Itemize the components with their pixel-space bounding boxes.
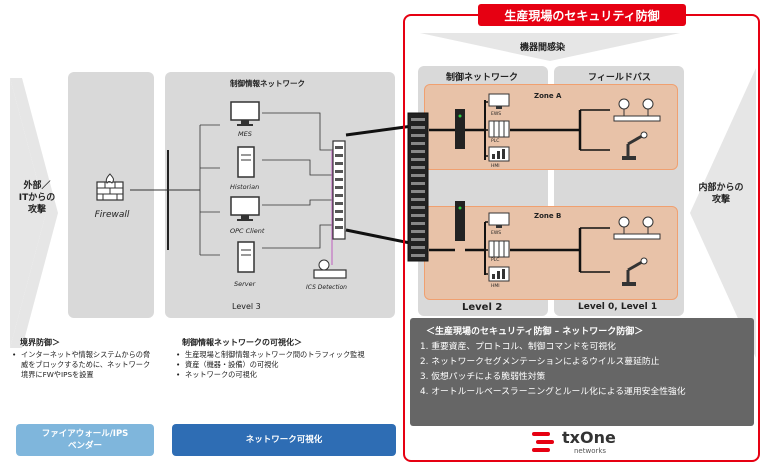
- defense-item: 1. 重要資産、プロトコル、制御コマンドを可視化: [420, 342, 616, 352]
- zone-b-plc-label: PLC: [491, 258, 500, 263]
- historian-icon: [237, 146, 255, 178]
- txone-logo-mark: [532, 432, 554, 452]
- zone-a-arm-robot-icon: [622, 131, 648, 160]
- zone-b-label: Zone B: [534, 212, 562, 220]
- zone-a-conveyor-robot-icon: [613, 98, 661, 122]
- internal-attack-arrow: [690, 68, 756, 358]
- zone-a-gateway-icon: [455, 109, 465, 149]
- network-switch-icon: [332, 140, 346, 240]
- zone-a: [424, 84, 678, 170]
- visibility-item: 生産現場と制御情報ネットワーク間のトラフィック監視: [176, 350, 391, 360]
- visibility-item: 資産（機器・設備）の可視化: [176, 360, 391, 370]
- lateral-label: 機器間感染: [520, 43, 566, 53]
- visibility-title: 制御情報ネットワークの可視化＞: [182, 338, 302, 347]
- internal-attack-label: 内部からの攻撃: [698, 183, 744, 205]
- lateral-arrow: [420, 33, 680, 61]
- zone-a-ews-label: EWS: [491, 112, 502, 117]
- main-title: 生産現場のセキュリティ防御: [478, 4, 686, 26]
- defense-item: 3. 仮想パッチによる脆弱性対策: [420, 372, 546, 382]
- mes-icon: [230, 101, 260, 126]
- visibility-item: ネットワークの可視化: [176, 370, 391, 380]
- defense-item: 2. ネットワークセグメンテーションによるウイルス蔓延防止: [420, 357, 660, 367]
- server-icon: [237, 241, 255, 273]
- zone-b: [424, 206, 678, 300]
- external-attack-arrow: [10, 78, 58, 348]
- opc-client-label: OPC Client: [230, 227, 265, 235]
- txone-logo-text: txOne: [562, 428, 616, 447]
- boundary-title: 境界防御＞: [20, 338, 60, 347]
- historian-label: Historian: [230, 183, 260, 191]
- level01-label: Level 0, Level 1: [578, 302, 658, 312]
- zone-b-ews-icon: [488, 212, 510, 228]
- zone-a-label: Zone A: [534, 92, 562, 100]
- defense-item: 4. オートルールベースラーニングとルール化による運用安全性強化: [420, 387, 686, 397]
- boundary-item: インターネットや情報システムからの脅威をブロックするために、ネットワーク境界にF…: [12, 350, 152, 380]
- firewall-label: Firewall: [94, 210, 130, 220]
- zone-b-ews-label: EWS: [491, 231, 502, 236]
- defense-title: ＜生産現場のセキュリティ防御 – ネットワーク防御＞: [426, 327, 644, 337]
- fieldbus-label: フィールドバス: [588, 73, 651, 83]
- boundary-list: インターネットや情報システムからの脅威をブロックするために、ネットワーク境界にF…: [12, 350, 152, 380]
- zone-a-hmi-label: HMI: [491, 164, 500, 169]
- server-label: Server: [234, 280, 256, 288]
- opc-client-icon: [230, 196, 260, 221]
- zone-b-hmi-label: HMI: [491, 284, 500, 289]
- defense-box: [410, 318, 754, 426]
- ics-detection-icon: [313, 259, 347, 279]
- zone-b-plc-icon: [488, 240, 510, 258]
- external-attack-label: 外部／ITからの攻撃: [18, 181, 56, 215]
- network-visibility-button[interactable]: ネットワーク可視化: [172, 424, 396, 456]
- txone-logo: txOne networks: [532, 428, 652, 458]
- txone-logo-sub: networks: [574, 447, 607, 455]
- visibility-list: 生産現場と制御情報ネットワーク間のトラフィック監視 資産（機器・設備）の可視化 …: [176, 350, 391, 380]
- zone-b-conveyor-robot-icon: [613, 216, 661, 240]
- mes-label: MES: [238, 130, 252, 138]
- zone-a-ews-icon: [488, 93, 510, 109]
- level3-label: Level 3: [232, 302, 261, 311]
- zone-a-hmi-icon: [488, 146, 510, 162]
- level2-label: Level 2: [462, 302, 503, 313]
- firewall-icon: [96, 173, 124, 201]
- zone-b-hmi-icon: [488, 266, 510, 282]
- zone-a-plc-icon: [488, 120, 510, 138]
- control-network-label: 制御ネットワーク: [446, 73, 519, 83]
- it-network-title: 制御情報ネットワーク: [230, 79, 305, 88]
- zone-b-arm-robot-icon: [622, 257, 648, 286]
- defense-list: 1. 重要資産、プロトコル、制御コマンドを可視化 2. ネットワークセグメンテー…: [420, 340, 750, 400]
- ics-detection-label: ICS Detection: [306, 284, 347, 291]
- zone-b-gateway-icon: [455, 201, 465, 241]
- core-switch-icon: [407, 112, 429, 262]
- zone-a-plc-label: PLC: [491, 139, 500, 144]
